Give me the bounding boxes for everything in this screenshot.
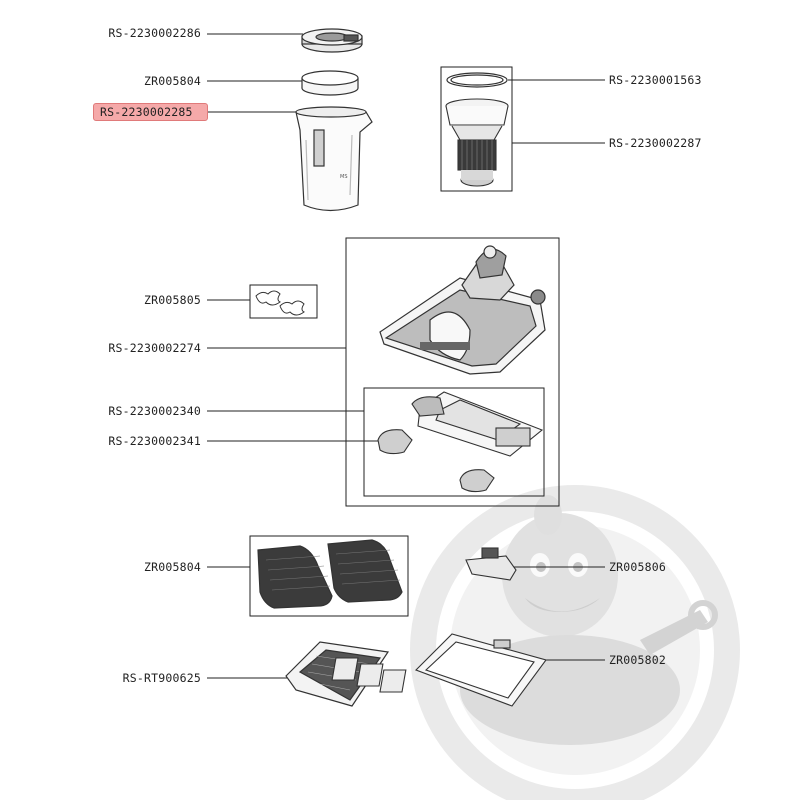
floor-nozzle-icon — [379, 245, 546, 375]
water-tank-icon — [331, 633, 547, 707]
part-label-rs-2230001563[interactable]: RS-2230001563 — [609, 73, 702, 87]
filter-ring-icon — [301, 70, 359, 96]
mop-plate-icon — [411, 391, 544, 457]
part-label-rs-rt900625[interactable]: RS-RT900625 — [122, 671, 201, 685]
clip-icon — [377, 429, 495, 493]
part-label-rs-2230002286[interactable]: RS-2230002286 — [108, 26, 201, 40]
cyclone-filter-icon — [445, 98, 509, 187]
part-label-rs-2230002274[interactable]: RS-2230002274 — [108, 341, 201, 355]
connector-icon — [465, 547, 517, 581]
part-label-zr005806[interactable]: ZR005806 — [609, 560, 666, 574]
part-label-rs-2230002285-highlighted[interactable]: RS-2230002285 — [93, 103, 208, 121]
part-label-rs-2230002341[interactable]: RS-2230002341 — [108, 434, 201, 448]
part-label-zr005802[interactable]: ZR005802 — [609, 653, 666, 667]
part-label-zr005804-filter[interactable]: ZR005804 — [144, 74, 201, 88]
microfibre-mops-icon — [257, 539, 403, 609]
svg-text:MS: MS — [340, 174, 348, 180]
part-label-zr005805[interactable]: ZR005805 — [144, 293, 201, 307]
part-label-zr005804-mops[interactable]: ZR005804 — [144, 560, 201, 574]
dust-container-lid-icon — [301, 28, 363, 53]
felt-pads-icon — [255, 290, 305, 316]
part-label-rs-2230002340[interactable]: RS-2230002340 — [108, 404, 201, 418]
part-label-rs-2230002287[interactable]: RS-2230002287 — [609, 136, 702, 150]
dust-container-icon: MS — [295, 106, 373, 212]
seal-ring-icon — [446, 72, 508, 88]
group-frames — [249, 66, 560, 617]
leader-lines — [207, 33, 605, 679]
